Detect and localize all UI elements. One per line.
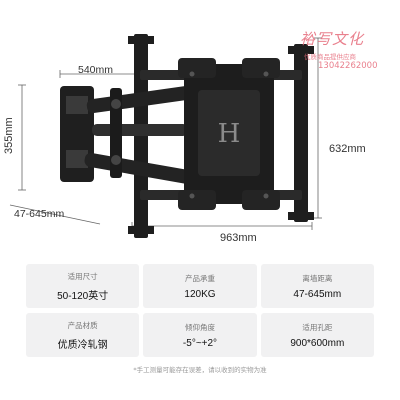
spec-card-vesa: 适用孔距 900*600mm <box>260 313 374 357</box>
spec-value: -5°~+2° <box>182 337 218 349</box>
spec-value: 120KG <box>184 288 216 300</box>
spec-value: 50-120英寸 <box>57 290 109 302</box>
dimension-wallplate-label: 632mm <box>329 143 366 155</box>
spec-card-load: 产品承重 120KG <box>143 264 257 308</box>
product-image: H 540mm 355mm 47-645mm 632mm 963mm 裕写文化 … <box>3 28 378 244</box>
spec-row: 产品材质 优质冷轧钢 倾仰角度 -5°~+2° 适用孔距 900*600mm <box>26 313 374 357</box>
articulating-arms <box>84 85 197 184</box>
spec-card-size: 适用尺寸 50-120英寸 <box>26 264 140 308</box>
dimension-width-label: 540mm <box>78 64 114 76</box>
spec-label: 适用尺寸 <box>67 271 98 281</box>
tv-plate: H <box>178 58 280 210</box>
spec-label: 离墙距离 <box>302 273 333 283</box>
spec-label: 产品材质 <box>67 320 98 330</box>
watermark-phone: 13042262000 <box>318 61 378 71</box>
dimension-arm-label: 47-645mm <box>14 208 65 220</box>
left-wall-plate <box>60 86 94 182</box>
spec-label: 适用孔距 <box>302 322 333 332</box>
spec-value: 优质冷轧钢 <box>57 339 108 351</box>
wall-mount-illustration: H <box>9 34 322 238</box>
dimension-lines <box>9 37 322 230</box>
spec-value: 900*600mm <box>290 337 345 349</box>
spec-label: 倾仰角度 <box>184 322 215 332</box>
watermark-subtitle: 优质商品提供应商 <box>304 53 356 61</box>
svg-text:H: H <box>218 119 241 149</box>
footnote: *手工测量可能存在误差，请以收到的实物为准 <box>133 366 267 374</box>
spec-card-tilt: 倾仰角度 -5°~+2° <box>143 313 257 357</box>
watermark: 裕写文化 优质商品提供应商 13042262000 <box>300 28 378 71</box>
dimension-rail-label: 963mm <box>220 232 257 244</box>
spec-label: 产品承重 <box>184 273 215 283</box>
spec-row: 适用尺寸 50-120英寸 产品承重 120KG 离墙距离 47-645mm <box>26 264 374 308</box>
spec-grid: 适用尺寸 50-120英寸 产品承重 120KG 离墙距离 47-645mm 产… <box>26 264 374 362</box>
spec-card-wall-distance: 离墙距离 47-645mm <box>260 264 374 308</box>
spec-value: 47-645mm <box>293 288 342 300</box>
dimension-height-label: 355mm <box>3 117 15 154</box>
spec-card-material: 产品材质 优质冷轧钢 <box>26 313 140 357</box>
watermark-brand: 裕写文化 <box>300 30 365 48</box>
